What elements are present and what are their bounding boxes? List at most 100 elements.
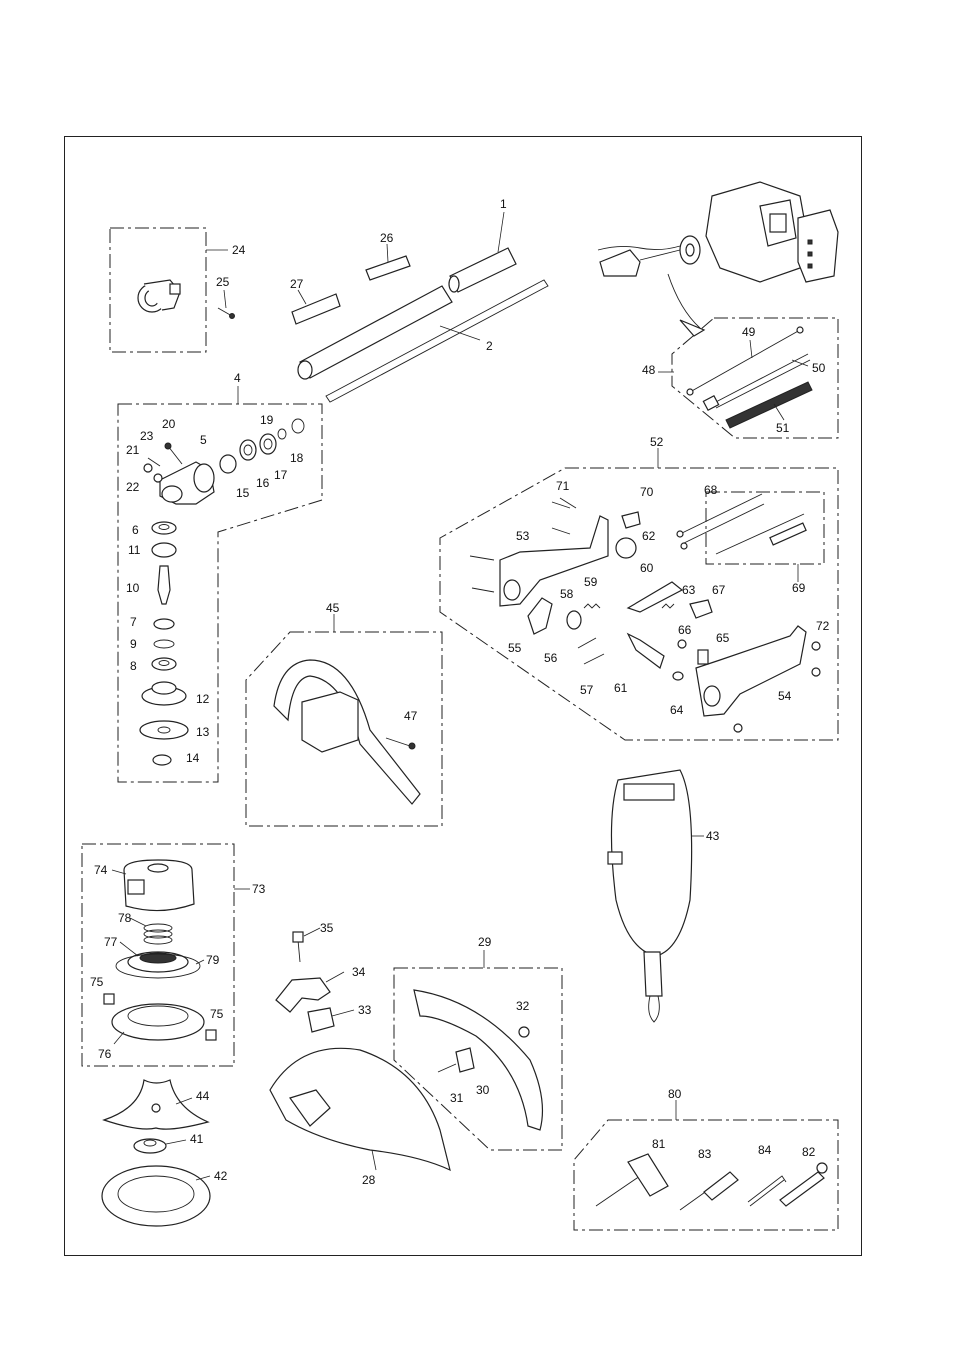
label-77: 77 — [104, 935, 118, 949]
engine-assembly — [598, 182, 838, 336]
label-84: 84 — [758, 1143, 772, 1157]
label-76: 76 — [98, 1047, 112, 1061]
label-7: 7 — [130, 615, 137, 629]
label-26: 26 — [380, 231, 394, 245]
nut-7 — [154, 619, 174, 629]
circlip-9 — [154, 640, 174, 648]
clamp-34 — [276, 978, 330, 1012]
nut-14 — [153, 755, 171, 765]
nut-64 — [673, 672, 683, 680]
holder-41 — [134, 1139, 166, 1153]
spacer-33 — [308, 1008, 334, 1032]
bolt-20 — [165, 443, 182, 464]
label-1: 1 — [500, 197, 507, 211]
label-49: 49 — [742, 325, 756, 339]
label-50: 50 — [812, 361, 826, 375]
label-75-right: 75 — [210, 1007, 224, 1021]
wire-68 — [677, 494, 764, 549]
label-42: 42 — [214, 1169, 228, 1183]
box-wrench-81 — [596, 1154, 668, 1206]
gear-15 — [220, 455, 236, 473]
label-45: 45 — [326, 601, 340, 615]
clamp-55 — [528, 598, 552, 634]
label-71: 71 — [556, 479, 570, 493]
label-48: 48 — [642, 363, 656, 377]
label-69: 69 — [792, 581, 806, 595]
label-5: 5 — [200, 433, 207, 447]
label-6: 6 — [132, 523, 139, 537]
label-4: 4 — [234, 371, 241, 385]
label-32: 32 — [516, 999, 530, 1013]
lever-60 — [628, 582, 682, 612]
cover-74 — [124, 860, 194, 911]
spring-78 — [144, 924, 172, 944]
label-22: 22 — [126, 480, 140, 494]
label-10: 10 — [126, 581, 140, 595]
label-75-left: 75 — [90, 975, 104, 989]
label-53: 53 — [516, 529, 530, 543]
shoulder-harness-43 — [608, 770, 692, 1022]
label-47: 47 — [404, 709, 418, 723]
clip-62 — [616, 538, 636, 558]
label-52: 52 — [650, 435, 664, 449]
label-16: 16 — [256, 476, 270, 490]
label-43: 43 — [706, 829, 720, 843]
bolt-71 — [560, 498, 576, 508]
bracket-30 — [456, 1048, 474, 1072]
label-20: 20 — [162, 417, 176, 431]
label-19: 19 — [260, 413, 274, 427]
group-box-80 — [574, 1120, 838, 1230]
ring-18 — [278, 429, 286, 439]
label-23: 23 — [140, 429, 154, 443]
nut-21 — [144, 464, 152, 472]
label-67: 67 — [712, 583, 726, 597]
label-21: 21 — [126, 443, 140, 457]
label-82: 82 — [802, 1145, 816, 1159]
clamp-24 — [138, 280, 180, 312]
label-74: 74 — [94, 863, 108, 877]
shaft-10 — [158, 566, 170, 604]
base-76 — [112, 1004, 204, 1040]
label-65: 65 — [716, 631, 730, 645]
wire-69 — [716, 514, 806, 554]
label-55: 55 — [508, 641, 522, 655]
label-34: 34 — [352, 965, 366, 979]
label-66: 66 — [678, 623, 692, 637]
label-60: 60 — [640, 561, 654, 575]
group-box-69 — [706, 492, 824, 564]
label-64: 64 — [670, 703, 684, 717]
label-56: 56 — [544, 651, 558, 665]
loop-handle-45 — [274, 660, 420, 804]
eyelet-75b — [206, 1030, 216, 1040]
lever-61 — [628, 634, 664, 668]
gear-11 — [152, 543, 176, 557]
label-59: 59 — [584, 575, 598, 589]
label-25: 25 — [216, 275, 230, 289]
spring-63 — [662, 604, 674, 608]
pipe-1 — [449, 248, 516, 292]
label-9: 9 — [130, 637, 137, 651]
spring-59 — [584, 604, 600, 608]
label-73: 73 — [252, 882, 266, 896]
eyelet-75a — [104, 994, 114, 1004]
wire-set-48 — [687, 327, 812, 428]
label-70: 70 — [640, 485, 654, 499]
label-17: 17 — [274, 468, 288, 482]
label-54: 54 — [778, 689, 792, 703]
label-35: 35 — [320, 921, 334, 935]
label-51: 51 — [776, 421, 790, 435]
label-18: 18 — [290, 451, 304, 465]
bearing-6 — [152, 522, 176, 534]
label-58: 58 — [560, 587, 574, 601]
blade-42 — [102, 1166, 210, 1226]
label-27: 27 — [290, 277, 304, 291]
label-72: 72 — [816, 619, 830, 633]
label-31: 31 — [450, 1091, 464, 1105]
bolt-47 — [386, 738, 415, 749]
switch-67 — [690, 600, 712, 618]
screwdriver-83 — [680, 1172, 738, 1210]
label-11: 11 — [128, 543, 141, 557]
ring-19 — [292, 419, 304, 433]
label-68: 68 — [704, 483, 718, 497]
